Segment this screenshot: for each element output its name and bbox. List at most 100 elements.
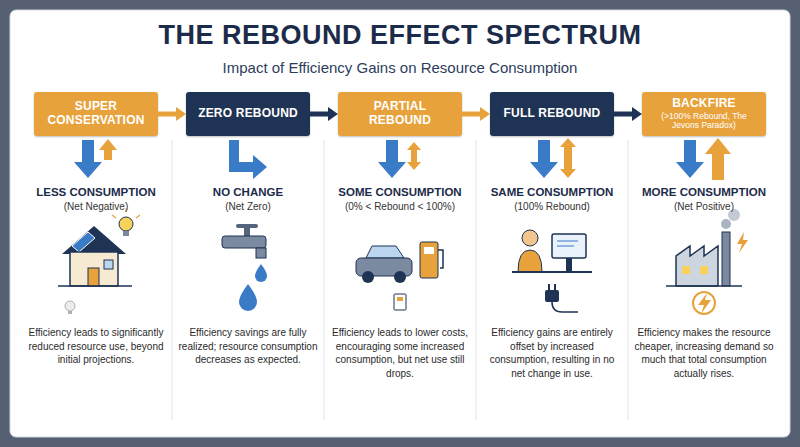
- stage-name: ZERO REBOUND: [198, 107, 298, 121]
- outcome-note: (100% Rebound): [478, 201, 626, 213]
- smoke: [721, 219, 731, 229]
- column-divider: [172, 140, 173, 420]
- window: [104, 260, 113, 269]
- double-arrow: [560, 138, 576, 178]
- description-text: Efficiency savings are fully realized; r…: [178, 326, 318, 367]
- subtitle: Impact of Efficiency Gains on Resource C…: [0, 59, 800, 77]
- factory-icon: [666, 209, 748, 314]
- stage-name: BACKFIRE: [672, 97, 736, 111]
- factory-window: [700, 266, 708, 274]
- ray: [136, 215, 140, 218]
- description-text: Efficiency leads to lower costs, encoura…: [330, 326, 470, 380]
- small-bulb-base: [68, 311, 72, 314]
- factory-building: [676, 246, 718, 286]
- water-drop: [255, 264, 267, 282]
- screen-line: [557, 241, 578, 242]
- factory-window: [682, 266, 690, 274]
- faucet-stem: [244, 228, 250, 236]
- small-pump: [394, 294, 406, 310]
- stage-name: PARTIAL REBOUND: [344, 100, 456, 128]
- flow-arrow: [158, 107, 186, 121]
- faucet-icon: [222, 224, 267, 311]
- plug-cord: [552, 302, 578, 312]
- monitor-stand: [566, 258, 572, 272]
- door: [88, 268, 99, 286]
- stage-header-box: BACKFIRE(>100% Rebound, The Jevons Parad…: [642, 92, 766, 136]
- column-divider: [628, 140, 629, 420]
- person-head: [522, 230, 538, 246]
- energy-circle: [693, 292, 715, 314]
- outcome-heading: LESS CONSUMPTION: [22, 186, 170, 200]
- arrow-shaft: [462, 112, 481, 117]
- diagram-title: THE REBOUND EFFECT SPECTRUM: [0, 20, 800, 51]
- stage-name: SUPER CONSERVATION: [40, 100, 152, 128]
- stage-name: FULL REBOUND: [504, 107, 601, 121]
- desk: [512, 271, 592, 273]
- stage-header-box: PARTIAL REBOUND: [338, 92, 462, 136]
- lightning-bolt: [737, 232, 748, 253]
- bent-arrow: [229, 140, 267, 179]
- up-arrow: [99, 139, 117, 160]
- outcome-note: (Net Zero): [174, 201, 322, 213]
- computer-user-icon: [512, 230, 592, 312]
- description-text: Efficiency makes the resource cheaper, i…: [634, 326, 774, 380]
- outcome-heading: MORE CONSUMPTION: [630, 186, 778, 200]
- chimney: [722, 232, 730, 286]
- small-pump-screen: [397, 297, 403, 301]
- stage-header-box: SUPER CONSERVATION: [34, 92, 158, 136]
- monitor: [552, 234, 586, 258]
- outcome-note: (Net Positive): [630, 201, 778, 213]
- outcome-heading: SOME CONSUMPTION: [326, 186, 474, 200]
- column-divider: [476, 140, 477, 420]
- down-arrow: [378, 140, 406, 178]
- arrow-head: [632, 107, 642, 121]
- arrow-head: [328, 107, 338, 121]
- column-dividers: [172, 140, 628, 420]
- outcome-heading: SAME CONSUMPTION: [478, 186, 626, 200]
- plug-prong: [554, 284, 556, 291]
- lightning-bolt: [698, 293, 711, 314]
- wheel: [394, 271, 406, 283]
- outcome-note: (Net Negative): [22, 201, 170, 213]
- arrow-shaft: [158, 112, 177, 117]
- fuel-pump: [420, 242, 438, 278]
- car-icon: [356, 242, 443, 310]
- flow-arrow: [462, 107, 490, 121]
- car-cabin: [366, 246, 404, 258]
- pump-screen: [424, 247, 434, 254]
- flow-arrow: [310, 107, 338, 121]
- double-arrow: [407, 142, 421, 170]
- person-body: [518, 250, 542, 272]
- water-drop: [239, 284, 257, 311]
- stage-header-box: FULL REBOUND: [490, 92, 614, 136]
- down-arrow: [530, 140, 558, 178]
- light-bulb: [119, 217, 133, 231]
- outcome-note: (0% < Rebound < 100%): [326, 201, 474, 213]
- outcome-heading: NO CHANGE: [174, 186, 322, 200]
- bulb-base: [123, 231, 129, 236]
- trend-arrows: [74, 138, 731, 180]
- solar-panel: [72, 232, 95, 252]
- column-divider: [324, 140, 325, 420]
- down-arrow: [676, 140, 704, 178]
- down-arrow: [74, 140, 102, 178]
- arrow-shaft: [614, 112, 633, 117]
- house-icon: [58, 208, 140, 314]
- arrow-head: [176, 107, 186, 121]
- arrow-shaft: [310, 112, 329, 117]
- up-arrow: [705, 138, 731, 180]
- arrow-head: [480, 107, 490, 121]
- faucet-handle: [236, 224, 258, 228]
- description-text: Efficiency leads to significantly reduce…: [26, 326, 166, 367]
- faucet-spout: [256, 248, 266, 258]
- pump-hose: [438, 250, 443, 268]
- stage-header-box: ZERO REBOUND: [186, 92, 310, 136]
- ground-line: [58, 285, 132, 287]
- ray: [112, 215, 116, 218]
- wheel: [362, 271, 374, 283]
- small-bulb: [65, 301, 75, 311]
- flow-arrow: [614, 107, 642, 121]
- faucet-body: [222, 236, 266, 248]
- plug-prong: [548, 284, 550, 291]
- house-wall: [70, 252, 118, 286]
